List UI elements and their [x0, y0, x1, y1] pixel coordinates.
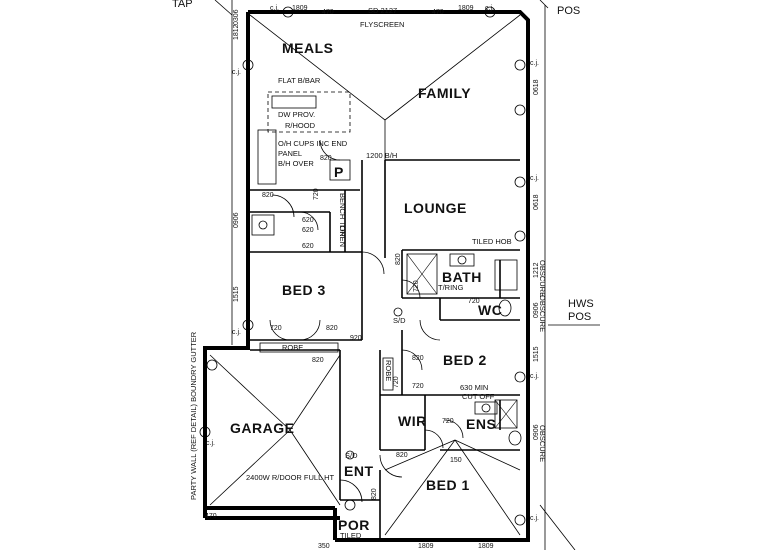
dim-920: 920 [350, 335, 362, 342]
note-r-door: 2400W R/DOOR FULL HT [246, 473, 334, 482]
note-party-wall: PARTY WALL (REF DETAIL) BOUNDRY GUTTER [189, 331, 198, 500]
dim-720-c: 720 [413, 280, 420, 292]
dim-820-c: 820 [326, 325, 338, 332]
dim-0618-b: 0618 [533, 194, 540, 210]
room-lounge: LOUNGE [404, 200, 467, 216]
room-por: POR [338, 517, 370, 533]
dim-1515-a: 1515 [233, 286, 240, 302]
dim-720-g: 720 [442, 418, 454, 425]
note-cj-5: c.j. [530, 60, 539, 67]
dim-720-a: 720 [313, 188, 320, 200]
note-flat-bar: FLAT B/BAR [278, 76, 321, 85]
note-obscure-2: OBSCURE [538, 295, 547, 332]
room-family: FAMILY [418, 85, 471, 101]
note-cj-4: c.j. [232, 329, 241, 336]
room-ent: ENT [344, 463, 374, 479]
room-wc: WC [478, 302, 502, 318]
note-cj-8: c.j. [530, 515, 539, 522]
dim-0906-c: 0906 [533, 424, 540, 440]
room-garage: GARAGE [230, 420, 294, 436]
dim-620-c: 620 [302, 243, 314, 250]
note-cj-3: c.j. [232, 69, 241, 76]
dim-top-1809-b: 1809 [458, 5, 474, 12]
dim-top-470-a: 470 [322, 9, 334, 16]
dim-1812: 1812 [233, 24, 240, 40]
note-630min: 630 MIN [460, 383, 488, 392]
dim-bottom-1809-c: 1809 [418, 543, 434, 550]
room-ens: ENS [466, 416, 496, 432]
note-tap: TAP [172, 0, 193, 10]
dim-820-d: 820 [312, 357, 324, 364]
note-bh1200: 1200 B/H [366, 151, 397, 160]
dim-0906-b: 0906 [533, 302, 540, 318]
dim-620-b: 620 [302, 227, 314, 234]
dim-820-b: 820 [320, 155, 332, 162]
boundary-lines [214, 0, 600, 550]
note-dw-prov: DW PROV. [278, 110, 315, 119]
cabinetry [251, 91, 522, 446]
dim-820-a: 820 [262, 192, 274, 199]
room-bed3: BED 3 [282, 282, 326, 298]
interior-walls [250, 159, 520, 540]
note-obscure-1: OBSCURE [538, 260, 547, 297]
dim-1212: 1212 [533, 262, 540, 278]
dim-820-f: 820 [396, 452, 408, 459]
note-tiled-hob: TILED HOB [472, 237, 512, 246]
room-meals: MEALS [282, 40, 334, 56]
dim-bottom-1809-d: 1809 [478, 543, 494, 550]
dim-720-e: 720 [412, 383, 424, 390]
exterior-walls [203, 10, 530, 542]
note-hws: HWS [568, 298, 594, 310]
room-bath: BATH [442, 269, 482, 285]
note-sd: SD 2127 [368, 6, 397, 15]
note-robe: ROBE [282, 343, 303, 352]
dim-720-b: 720 [270, 325, 282, 332]
dim-470-garage: 470 [205, 513, 217, 520]
note-cj-9: c.j. [206, 440, 215, 447]
dim-0306: 0306 [233, 9, 240, 25]
dim-top-470-b: 470 [432, 9, 444, 16]
note-cut-off: CUT OFF [462, 392, 495, 401]
note-rhood: R/HOOD [285, 121, 316, 130]
dim-350: 350 [318, 543, 330, 550]
note-ent-sd: S/D [345, 451, 358, 460]
dim-820-h: 820 [371, 488, 378, 500]
note-flyscreen: FLYSCREEN [360, 20, 404, 29]
room-wir: WIR [398, 413, 427, 429]
dim-720-d: 720 [468, 298, 480, 305]
dim-1515-b: 1515 [533, 346, 540, 362]
wall-markers [199, 6, 526, 526]
note-sd-small: S/D [393, 316, 406, 325]
note-linen: LINEN [338, 225, 347, 247]
roof-lines [209, 14, 521, 536]
note-tiled: TILED [340, 531, 362, 540]
note-robe-v: ROBE [384, 360, 393, 381]
dim-720-f: 720 [393, 376, 400, 388]
note-cj-6: c.j. [530, 175, 539, 182]
dim-820-e: 820 [412, 355, 424, 362]
note-pos-top: POS [557, 5, 580, 17]
dim-150: 150 [450, 457, 462, 464]
room-bed1: BED 1 [426, 477, 470, 493]
room-bed2: BED 2 [443, 352, 487, 368]
note-oh-cups: O/H CUPS INC END [278, 139, 348, 148]
dim-620-a: 620 [302, 217, 314, 224]
note-cj-7: c.j. [530, 373, 539, 380]
note-cj-1: c.j. [270, 5, 279, 12]
dim-top-1809-a: 1809 [292, 5, 308, 12]
note-obscure-3: OBSCURE [538, 425, 547, 462]
dim-0906-a: 0906 [233, 212, 240, 228]
note-panel: PANEL [278, 149, 302, 158]
door-swings [269, 139, 464, 503]
note-t-ring: T/RING [438, 283, 464, 292]
note-hws-pos: POS [568, 311, 591, 323]
note-bh-over: B/H OVER [278, 159, 314, 168]
note-bench-top: BENCH TOP [338, 193, 347, 236]
dim-0618-a: 0618 [533, 79, 540, 95]
note-cj-2: c.j. [485, 5, 494, 12]
note-pantry: P [334, 164, 344, 180]
dim-820-g: 820 [395, 253, 402, 265]
